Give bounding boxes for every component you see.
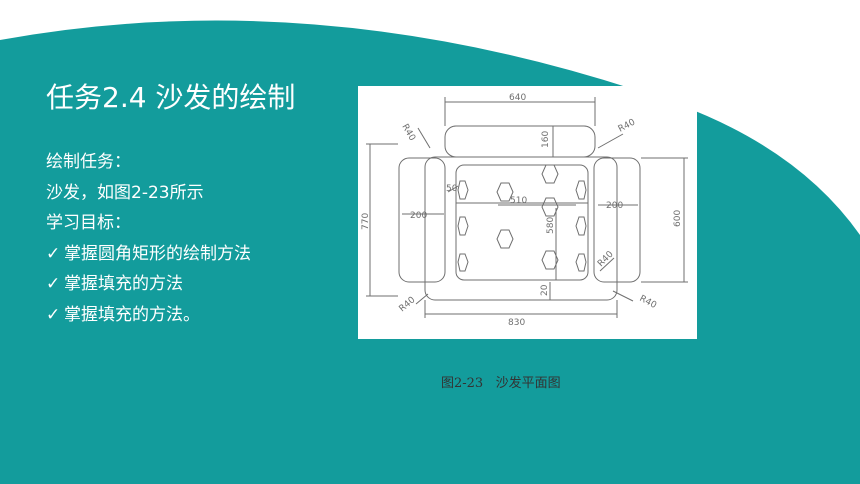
left-armrest — [398, 157, 446, 283]
backrest — [444, 125, 596, 158]
dim-radius-bottom-right: R40 — [638, 294, 659, 311]
dim-radius-top-right: R40 — [617, 117, 638, 134]
body-line: ✓掌握填充的方法。 — [46, 300, 251, 331]
dim-radius-bottom-left: R40 — [398, 295, 418, 314]
hexagon-pattern — [457, 180, 469, 200]
hexagon-pattern — [541, 250, 559, 270]
dim-radius-top-left: R40 — [399, 123, 417, 144]
body-line: ✓掌握填充的方法 — [46, 269, 251, 300]
dim-bottom-width: 830 — [508, 318, 525, 328]
body-line: 学习目标： — [46, 213, 131, 233]
hexagon-pattern — [496, 182, 514, 202]
hexagon-pattern — [575, 253, 587, 272]
sofa-plan-drawing: 640 160 R40 R40 770 200 200 600 510 580 … — [361, 93, 688, 328]
checkmark-icon: ✓ — [46, 274, 61, 294]
dim-top-height: 160 — [541, 131, 551, 148]
hexagon-pattern — [457, 253, 469, 272]
dim-seat-offset: 50 — [446, 184, 458, 194]
hexagon-pattern — [575, 216, 587, 236]
hexagon-pattern — [496, 229, 514, 249]
dim-seat-bottom: 20 — [540, 284, 550, 296]
figure-caption: 图2-23 沙发平面图 — [441, 376, 561, 391]
hexagon-pattern — [541, 164, 559, 184]
hexagon-pattern — [457, 216, 469, 236]
checkmark-icon: ✓ — [46, 304, 61, 325]
dim-seat-width: 510 — [510, 196, 527, 206]
checkmark-icon: ✓ — [46, 243, 61, 264]
hexagon-pattern — [575, 180, 587, 200]
body-text: 绘制任务： 沙发，如图2-23所示 学习目标： ✓掌握圆角矩形的绘制方法 ✓掌握… — [46, 147, 251, 330]
dim-seat-height: 580 — [546, 217, 556, 234]
hexagon-pattern — [541, 197, 559, 217]
dim-radius-seat: R40 — [596, 249, 616, 269]
seat-cushion — [455, 164, 589, 281]
seat-base — [424, 156, 618, 301]
dim-right-width: 200 — [606, 201, 623, 211]
body-line: ✓掌握圆角矩形的绘制方法 — [46, 239, 251, 270]
body-line: 绘制任务： — [46, 152, 131, 172]
slide-title: 任务2.4 沙发的绘制 — [46, 81, 296, 114]
dim-left-height: 770 — [361, 213, 371, 230]
dim-right-height: 600 — [673, 210, 683, 227]
dim-left-width: 200 — [410, 211, 427, 221]
sofa-drawing-figure: 640 160 R40 R40 770 200 200 600 510 580 … — [358, 86, 697, 339]
dim-top-width: 640 — [509, 93, 526, 103]
body-line: 沙发，如图2-23所示 — [46, 182, 204, 203]
